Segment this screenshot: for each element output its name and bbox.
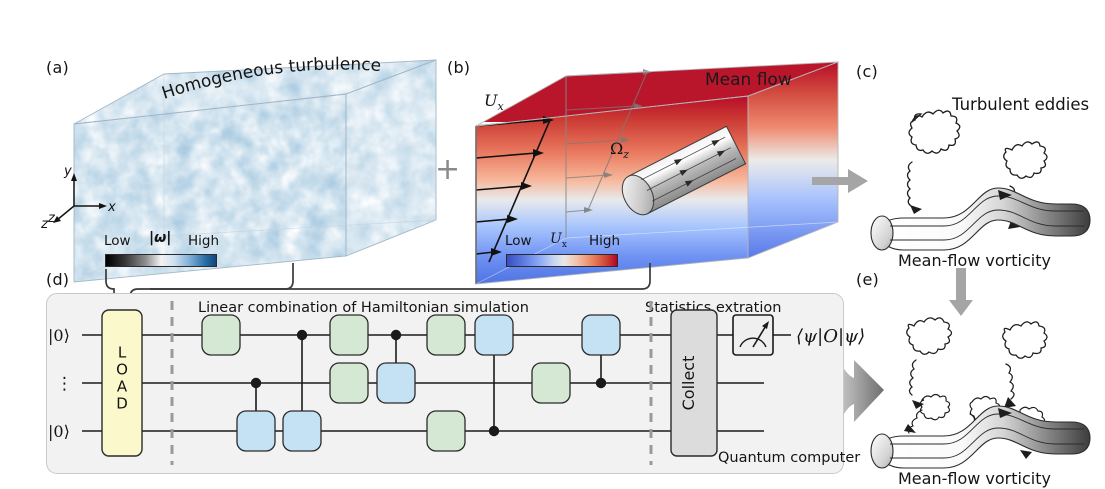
panel-d-device-label: Quantum computer: [718, 450, 861, 466]
mean-flow-tube: [870, 187, 1091, 251]
panel-b-vortex-label: Ωz: [610, 139, 629, 161]
axis-label-y: y: [63, 164, 72, 179]
axis-label-z-text: z: [48, 211, 55, 226]
measurement-icon[interactable]: [732, 314, 774, 356]
panel-a-title: Homogeneous turbulence: [160, 54, 382, 103]
collect-gate[interactable]: Collect: [670, 309, 718, 457]
axis-label-z: z: [40, 217, 49, 232]
barrier: [170, 301, 653, 465]
panel-c-eddies-label: Turbulent eddies: [951, 95, 1089, 114]
panel-a-tag: (a): [46, 58, 69, 77]
control-dot: [296, 329, 308, 341]
colorbar-a-quantity: |ω|: [149, 230, 172, 246]
gate-green[interactable]: [426, 410, 466, 452]
axis-label-x: x: [107, 200, 116, 215]
eddy-squiggle: [906, 109, 961, 207]
panel-a-colorbar: Low |ω| High: [104, 230, 219, 267]
panel-d-lcu-title: Linear combination of Hamiltonian simula…: [198, 300, 529, 316]
mean-flow-tube: [870, 405, 1091, 469]
panel-a-title-text: Homogeneous turbulence: [160, 54, 382, 103]
control-dot: [390, 329, 402, 341]
panel-a: [73, 59, 437, 283]
colorbar-b-quantity: Ux: [550, 231, 567, 250]
eddy-squiggle: [907, 393, 951, 434]
panel-c-tag: (c): [856, 62, 878, 81]
svg-text:Homogeneous turbulence: Homogeneous turbulence: [160, 54, 382, 103]
gate-controlled-blue[interactable]: [474, 314, 514, 437]
eddy-squiggle: [1002, 321, 1048, 400]
panel-b-colorbar: Low Ux High: [505, 231, 620, 267]
colorbar-b-gradient: [506, 254, 618, 267]
wire-label-0: |0⟩: [48, 326, 70, 345]
gate-controlled-blue[interactable]: [236, 377, 276, 452]
arrow-b-to-c: [812, 169, 868, 193]
arrow-c-to-e: [949, 268, 973, 316]
gate-green[interactable]: [329, 362, 369, 404]
wire-label-1: ⋮: [56, 374, 73, 394]
colorbar-b-low: Low: [505, 233, 532, 249]
colorbar-b-high: High: [588, 233, 620, 249]
control-dot: [488, 425, 500, 437]
panel-c: Turbulent eddies Mean-flow vorticity: [870, 95, 1091, 270]
colorbar-a-high: High: [187, 233, 219, 249]
panel-e: Mean-flow vorticity: [870, 317, 1091, 488]
collect-gate-label: Collect: [679, 356, 698, 411]
panel-b-profile-label: Ux: [484, 91, 504, 113]
colorbar-a-low: Low: [104, 233, 131, 249]
colorbar-a-gradient: [105, 254, 217, 267]
panel-a-axes: y x z: [40, 164, 116, 232]
panel-d-tag: (d): [46, 270, 70, 289]
plus-symbol: +: [435, 152, 461, 187]
gate-green[interactable]: [329, 314, 369, 356]
gate-controlled-blue[interactable]: [376, 329, 416, 404]
panel-b: Ux Ωz: [475, 61, 839, 285]
panel-b-title: Mean flow: [705, 70, 792, 90]
gate-green[interactable]: [201, 314, 241, 356]
gate-green[interactable]: [426, 314, 466, 356]
control-dot: [595, 377, 607, 389]
panel-b-tag: (b): [447, 58, 471, 77]
vortex-tube: [621, 125, 747, 216]
gate-controlled-blue[interactable]: [282, 329, 322, 452]
panel-c-vorticity-label: Mean-flow vorticity: [898, 251, 1051, 270]
gate-green[interactable]: [531, 362, 571, 404]
panel-e-vorticity-label: Mean-flow vorticity: [898, 469, 1051, 488]
eddy-squiggle: [906, 317, 953, 396]
panel-e-tag: (e): [856, 270, 879, 289]
wire-label-2: |0⟩: [48, 422, 70, 441]
gate-controlled-blue[interactable]: [581, 314, 621, 389]
expectation-value: ⟨ψ|O|ψ⟩: [796, 326, 865, 347]
control-dot: [250, 377, 262, 389]
